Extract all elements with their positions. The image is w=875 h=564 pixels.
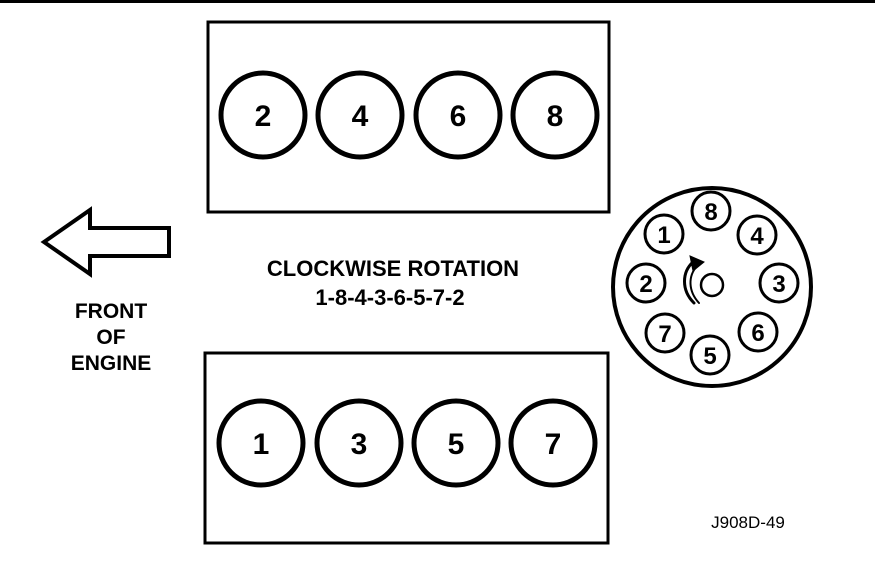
cylinder-number: 1: [253, 428, 270, 461]
terminal-number: 5: [703, 343, 716, 370]
distributor-terminal-1: 1: [643, 213, 685, 255]
terminal-number: 1: [657, 222, 670, 249]
distributor-terminal-6: 6: [737, 311, 779, 353]
cylinder-1: 1: [216, 398, 306, 488]
distributor-terminal-3: 3: [758, 262, 800, 304]
terminal-circle: [737, 311, 779, 353]
cylinder-circle: [218, 70, 308, 160]
cylinder-circle: [510, 70, 600, 160]
cylinder-number: 6: [450, 100, 467, 133]
left-arrow-icon: [40, 206, 171, 278]
distributor-terminal-2: 2: [625, 262, 667, 304]
cylinder-circle: [314, 398, 404, 488]
terminal-number: 7: [658, 321, 671, 348]
terminal-number: 6: [751, 320, 764, 347]
front-label-line1: FRONT: [75, 300, 147, 323]
distributor-terminal-7: 7: [644, 312, 686, 354]
cylinder-3: 3: [314, 398, 404, 488]
cylinder-number: 2: [255, 100, 272, 133]
terminal-circle: [758, 262, 800, 304]
bottom-cylinder-bank: 1 3 5 7: [203, 351, 610, 545]
bottom-bank-outline: [203, 351, 610, 545]
rotation-title: CLOCKWISE ROTATION: [267, 256, 519, 281]
front-of-engine-label: FRONT OF ENGINE: [71, 300, 152, 375]
cylinder-8: 8: [510, 70, 600, 160]
firing-order: 1-8-4-3-6-5-7-2: [315, 285, 464, 310]
terminal-number: 2: [639, 271, 652, 298]
cylinder-5: 5: [411, 398, 501, 488]
distributor-terminal-8: 8: [690, 190, 732, 232]
cylinder-number: 4: [352, 100, 369, 133]
cylinder-7: 7: [508, 398, 598, 488]
distributor-cap: 8 4 3 6 5 7 2: [611, 186, 813, 388]
distributor-center: [699, 272, 725, 298]
cylinder-number: 5: [448, 428, 465, 461]
terminal-number: 3: [772, 271, 785, 298]
cylinder-2: 2: [218, 70, 308, 160]
distributor-outline: [611, 186, 813, 388]
cylinder-6: 6: [413, 70, 503, 160]
cylinder-circle: [216, 398, 306, 488]
terminal-number: 4: [750, 223, 764, 250]
terminal-number: 8: [704, 199, 717, 226]
terminal-circle: [689, 334, 731, 376]
top-bank-outline: [206, 20, 611, 214]
cylinder-circle: [411, 398, 501, 488]
distributor-terminal-5: 5: [689, 334, 731, 376]
cylinder-number: 7: [545, 428, 562, 461]
top-cylinder-bank: 2 4 6 8: [206, 20, 611, 214]
cylinder-number: 3: [351, 428, 368, 461]
cylinder-4: 4: [315, 70, 405, 160]
cylinder-circle: [315, 70, 405, 160]
figure-id: J908D-49: [711, 513, 785, 532]
cylinder-circle: [508, 398, 598, 488]
terminal-circle: [736, 214, 778, 256]
clockwise-arrow-icon: [683, 255, 705, 305]
front-label-line3: ENGINE: [71, 352, 152, 375]
terminal-circle: [643, 213, 685, 255]
distributor-terminal-4: 4: [736, 214, 778, 256]
terminal-circle: [690, 190, 732, 232]
terminal-circle: [625, 262, 667, 304]
cylinder-circle: [413, 70, 503, 160]
front-label-line2: OF: [96, 326, 125, 349]
terminal-circle: [644, 312, 686, 354]
cylinder-number: 8: [547, 100, 564, 133]
